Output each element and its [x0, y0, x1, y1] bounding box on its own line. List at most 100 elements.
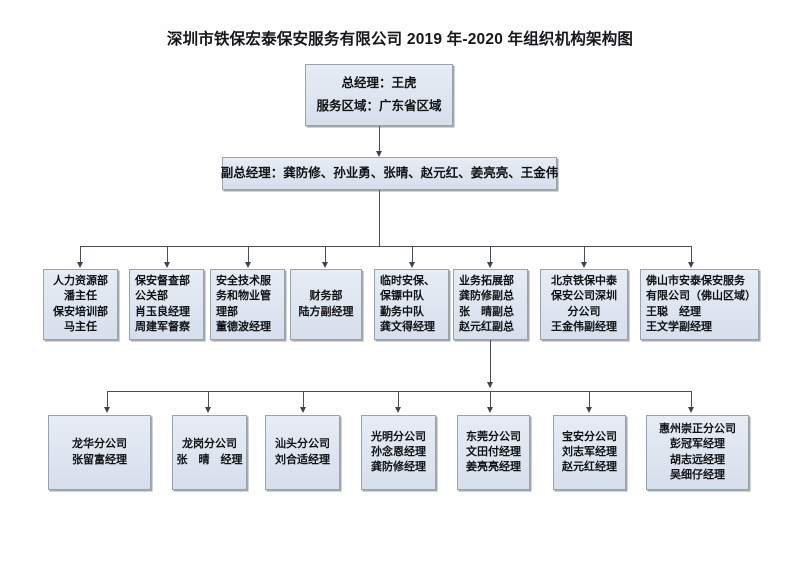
- dept-8-line-4: 王文学副经理: [646, 320, 712, 333]
- connector-drop-branch-7: [691, 391, 692, 409]
- deputy-line-1: 副总经理：龚防修、孙业勇、张晴、赵元红、姜亮亮、王金伟: [220, 165, 559, 180]
- branch-5-line-2: 文田付经理: [466, 445, 521, 458]
- node-branch-shantou: 汕头分公司 刘合适经理: [265, 415, 340, 490]
- page-title: 深圳市铁保宏泰保安服务有限公司 2019 年-2020 年组织机构架构图: [166, 31, 634, 48]
- node-branch-guangming: 光明分公司 孙念恩经理 龚防修经理: [361, 415, 436, 490]
- dept-5-line-2: 保镖中队: [380, 290, 424, 303]
- connector-drop-branch-2: [208, 391, 209, 409]
- node-branch-longgang: 龙岗分公司 张 晴 经理: [172, 415, 247, 490]
- branch-1-line-2: 张留富经理: [72, 453, 127, 466]
- node-general-manager: 总经理：王虎 服务区域：广东省区域: [305, 64, 453, 126]
- node-dept-hr-training: 人力资源部 潘主任 保安培训部 马主任: [43, 269, 118, 340]
- connector-deputy-drop: [379, 190, 380, 246]
- branch-6-line-3: 赵元红经理: [562, 461, 617, 474]
- arrow-dept-4: [321, 262, 328, 268]
- node-deputy-general-managers: 副总经理：龚防修、孙业勇、张晴、赵元红、姜亮亮、王金伟: [220, 157, 559, 190]
- branch-4-line-2: 孙念恩经理: [371, 445, 426, 458]
- node-dept-business-development: 业务拓展部 龚防修副总 张 晴副总 赵元红副总: [453, 269, 528, 340]
- dept-1-line-4: 马主任: [64, 320, 97, 333]
- gm-line-2: 服务区域：广东省区域: [316, 99, 442, 113]
- arrow-dept-1: [76, 262, 83, 268]
- connector-drop-branch-6: [589, 391, 590, 409]
- dept-2-line-2: 公关部: [135, 290, 168, 303]
- branch-7-line-1: 惠州崇正分公司: [659, 423, 736, 436]
- dept-1-line-1: 人力资源部: [53, 275, 108, 288]
- branch-3-line-1: 汕头分公司: [275, 438, 330, 451]
- arrow-branch-4: [394, 407, 401, 413]
- branch-2-line-2: 张 晴 经理: [176, 453, 243, 466]
- node-branch-dongguan: 东莞分公司 文田付经理 姜亮亮经理: [457, 415, 530, 490]
- branch-4-line-3: 龚防修经理: [371, 461, 426, 474]
- arrow-dept-8: [687, 262, 694, 268]
- branch-6-line-1: 宝安分公司: [562, 430, 617, 443]
- arrow-branch-6: [585, 407, 592, 413]
- arrow-branch-bus: [486, 382, 493, 388]
- dept-2-line-3: 肖玉良经理: [135, 305, 190, 318]
- connector-drop-dept-1: [80, 246, 81, 264]
- connector-branch-bus: [107, 391, 691, 392]
- connector-drop-branch-3: [303, 391, 304, 409]
- dept-7-line-2: 保安公司深圳: [551, 290, 617, 303]
- arrow-dept-7: [580, 262, 587, 268]
- branch-1-line-1: 龙华分公司: [72, 438, 127, 451]
- dept-1-line-2: 潘主任: [64, 290, 97, 303]
- arrow-deputy: [375, 151, 382, 157]
- branch-3-line-2: 刘合适经理: [275, 453, 330, 466]
- connector-drop-dept-2: [167, 246, 168, 264]
- dept-5-line-1: 临时安保、: [380, 275, 435, 288]
- connector-bizdev-drop: [490, 340, 491, 387]
- arrow-branch-2: [204, 407, 211, 413]
- branch-7-line-3: 胡志远经理: [670, 453, 725, 466]
- node-branch-baoan: 宝安分公司 刘志军经理 赵元红经理: [553, 415, 626, 490]
- gm-line-1: 总经理：王虎: [341, 75, 417, 90]
- dept-2-line-1: 保安督查部: [135, 275, 190, 288]
- node-dept-safety-tech-property: 安全技术服 务和物业管 理部 董德波经理: [210, 269, 285, 340]
- branch-6-line-2: 刘志军经理: [562, 445, 617, 458]
- arrow-branch-5: [486, 407, 493, 413]
- arrow-dept-5: [408, 262, 415, 268]
- dept-8-line-1: 佛山市安泰保安服务: [646, 275, 745, 288]
- connector-drop-branch-5: [490, 391, 491, 409]
- connector-drop-dept-7: [584, 246, 585, 264]
- connector-drop-dept-4: [325, 246, 326, 264]
- branch-4-line-1: 光明分公司: [371, 430, 426, 443]
- dept-6-line-4: 赵元红副总: [459, 320, 514, 333]
- dept-8-line-3: 王聪 经理: [646, 305, 701, 318]
- connector-drop-branch-1: [107, 391, 108, 409]
- dept-4-line-1: 财务部: [309, 290, 343, 303]
- connector-department-bus: [80, 246, 691, 247]
- branch-5-line-1: 东莞分公司: [466, 430, 521, 443]
- dept-7-line-4: 王金伟副经理: [551, 320, 617, 333]
- arrow-branch-7: [687, 407, 694, 413]
- connector-drop-branch-4: [398, 391, 399, 409]
- node-branch-huizhou-chongzheng: 惠州崇正分公司 彭冠军经理 胡志远经理 吴细仔经理: [646, 415, 749, 490]
- dept-6-line-3: 张 晴副总: [459, 305, 514, 318]
- dept-8-line-2: 有限公司（佛山区域）: [646, 290, 756, 303]
- dept-7-line-1: 北京铁保中泰: [551, 275, 617, 288]
- branch-7-line-2: 彭冠军经理: [670, 438, 725, 451]
- dept-6-line-1: 业务拓展部: [459, 275, 514, 288]
- node-branch-longhua: 龙华分公司 张留富经理: [48, 415, 151, 490]
- arrow-branch-1: [103, 407, 110, 413]
- connector-drop-dept-6: [490, 246, 491, 264]
- node-dept-foshan-antai: 佛山市安泰保安服务 有限公司（佛山区域） 王聪 经理 王文学副经理: [640, 269, 759, 340]
- arrow-dept-3: [244, 262, 251, 268]
- dept-2-line-4: 周建军督察: [135, 320, 190, 333]
- dept-6-line-2: 龚防修副总: [459, 290, 514, 303]
- arrow-branch-3: [299, 407, 306, 413]
- dept-1-line-3: 保安培训部: [53, 305, 108, 318]
- branch-5-line-3: 姜亮亮经理: [466, 461, 521, 474]
- arrow-dept-6: [486, 262, 493, 268]
- dept-5-line-4: 龚文得经理: [380, 320, 435, 333]
- connector-drop-dept-5: [412, 246, 413, 264]
- dept-7-line-3: 分公司: [567, 305, 601, 318]
- node-dept-beijing-tiebao-zhongtai-shenzhen: 北京铁保中泰 保安公司深圳 分公司 王金伟副经理: [540, 269, 628, 340]
- node-dept-temp-security-bodyguard: 临时安保、 保镖中队 勤务中队 龚文得经理: [374, 269, 449, 340]
- connector-gm-to-deputy: [379, 126, 380, 154]
- dept-3-line-2: 务和物业管: [216, 290, 271, 303]
- dept-5-line-3: 勤务中队: [380, 305, 424, 318]
- arrow-dept-2: [163, 262, 170, 268]
- dept-3-line-3: 理部: [216, 305, 238, 318]
- node-dept-security-supervision-pr: 保安督查部 公关部 肖玉良经理 周建军督察: [129, 269, 204, 340]
